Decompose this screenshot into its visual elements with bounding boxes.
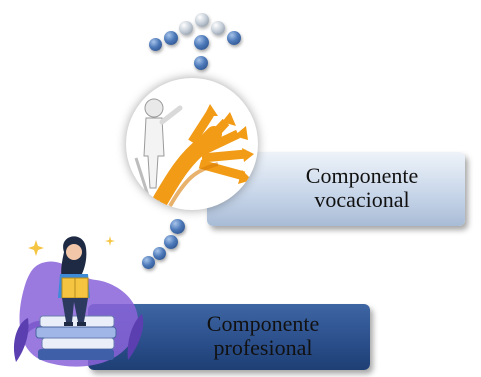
connector-dot bbox=[153, 247, 166, 260]
person-choosing-paths-icon bbox=[134, 98, 254, 210]
arrow-dot bbox=[195, 13, 209, 27]
arrow-dot bbox=[194, 56, 208, 70]
professional-label-line1: Componente bbox=[206, 311, 320, 336]
professional-label-line2: profesional bbox=[213, 335, 313, 360]
arrow-dot bbox=[194, 35, 209, 50]
arrow-dot bbox=[179, 21, 193, 35]
professional-illustration bbox=[6, 222, 158, 372]
arrow-dot bbox=[211, 21, 225, 35]
vocational-component-box: Componente vocacional bbox=[207, 152, 465, 226]
vocational-illustration bbox=[126, 78, 258, 210]
arrow-dot bbox=[149, 38, 162, 51]
vocational-label-line2: vocacional bbox=[314, 187, 410, 212]
woman-reading-books-icon bbox=[13, 236, 144, 367]
vocational-label-line1: Componente bbox=[305, 163, 419, 188]
arrow-dot bbox=[227, 31, 241, 45]
connector-dot bbox=[142, 256, 155, 269]
connector-dot bbox=[164, 235, 178, 249]
arrow-dot bbox=[164, 31, 178, 45]
connector-dot bbox=[170, 219, 185, 234]
